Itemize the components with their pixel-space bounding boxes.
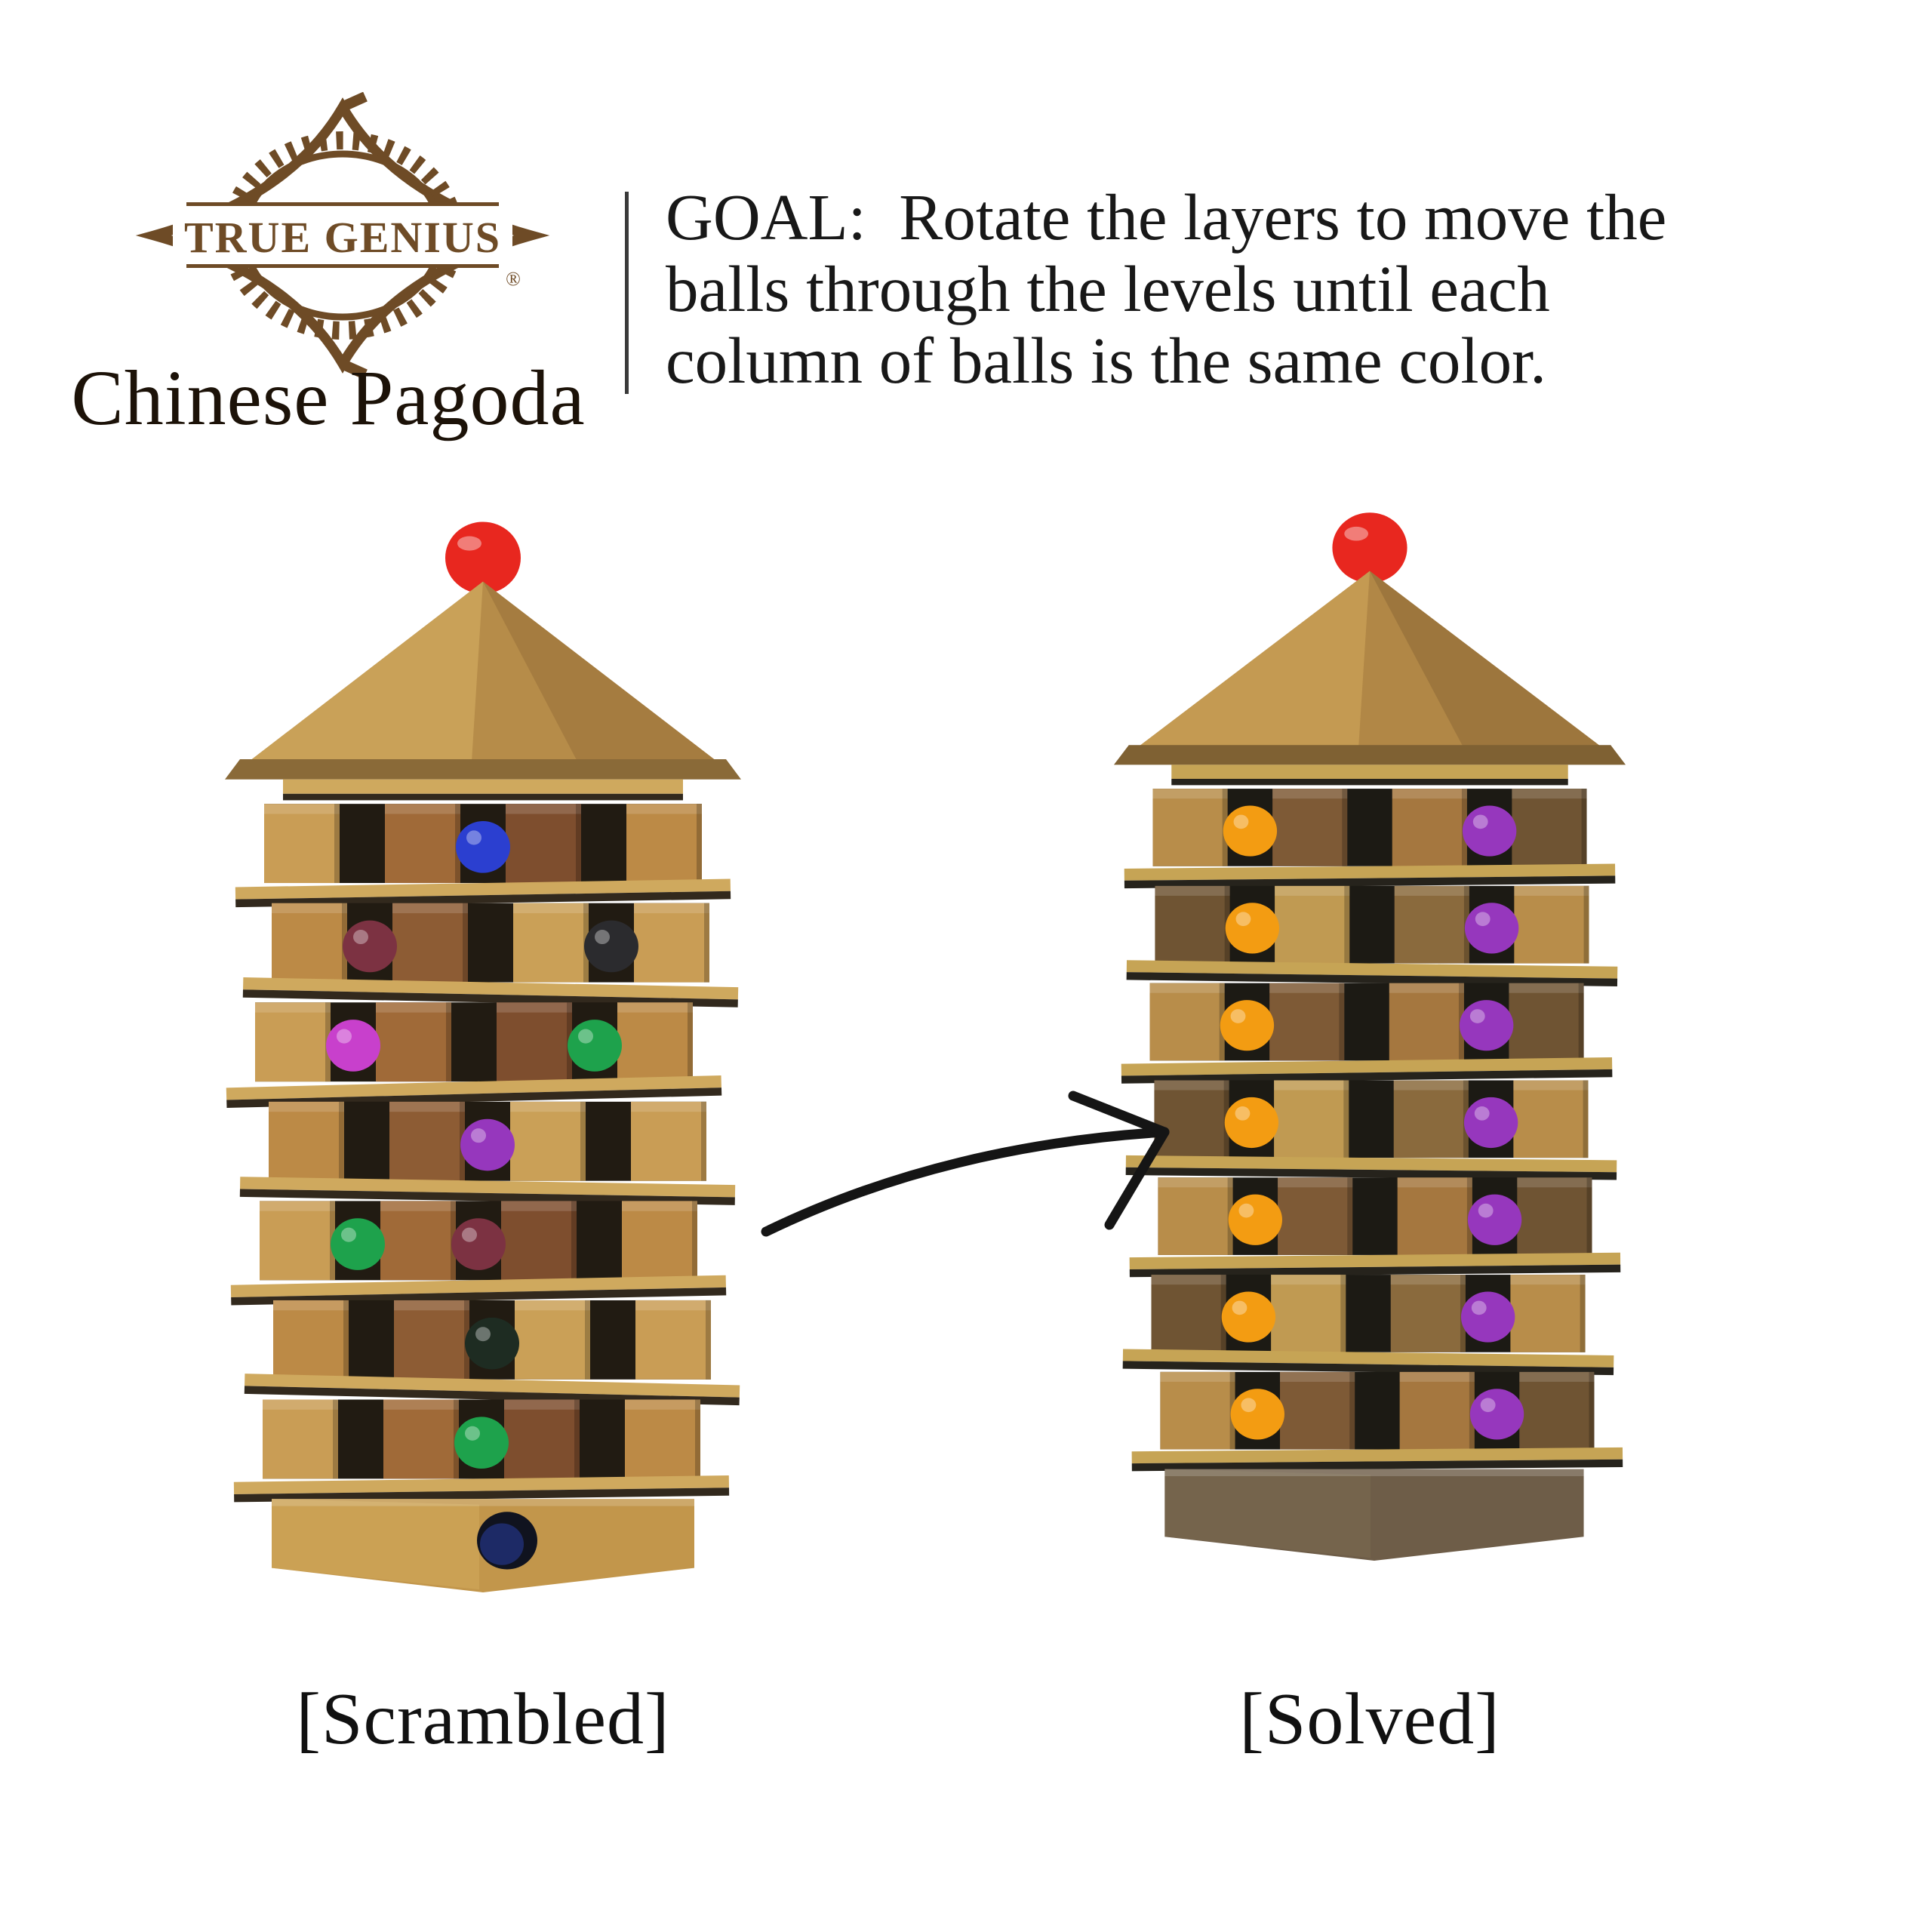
pagoda-layer: [1124, 789, 1616, 889]
pagoda-solved-photo: [1108, 504, 1632, 1561]
pagoda-layer: [233, 1399, 730, 1503]
pagoda-roof: [225, 581, 741, 801]
pagoda-layer: [235, 804, 731, 908]
puzzle-ball: [465, 1317, 519, 1370]
base-hole-ball: [480, 1523, 524, 1565]
pagoda-layer: [1122, 1275, 1614, 1376]
caption-solved: [Solved]: [1239, 1678, 1500, 1760]
logo-rule-top: [186, 202, 499, 206]
puzzle-ball: [460, 1118, 515, 1171]
pagoda-layer: [226, 1002, 722, 1109]
pagoda-layer: [244, 1300, 740, 1406]
goal-line-1: GOAL: Rotate the layers to move the: [666, 180, 1667, 254]
puzzle-ball: [326, 1020, 380, 1072]
puzzle-ball: [1223, 805, 1278, 857]
finial-ball: [1332, 512, 1407, 583]
logo-top-tick: [341, 92, 368, 112]
puzzle-ball: [1225, 903, 1280, 954]
transition-arrow: [747, 1057, 1185, 1253]
pagoda-scrambled-photo: [219, 513, 747, 1592]
puzzle-ball: [1228, 1194, 1283, 1245]
brand-name: TRUE GENIUS: [184, 213, 501, 262]
puzzle-ball: [1467, 1194, 1522, 1245]
pagoda-layer: [1125, 1080, 1617, 1180]
puzzle-ball: [568, 1020, 622, 1072]
puzzle-ball: [1469, 1389, 1524, 1440]
puzzle-ball: [1230, 1389, 1284, 1440]
puzzle-ball: [1220, 1000, 1275, 1051]
puzzle-ball: [454, 1417, 509, 1469]
arrow-graphic: [761, 1091, 1170, 1237]
puzzle-ball: [1462, 805, 1517, 857]
pagoda-base: [272, 1499, 694, 1592]
caption-scrambled: [Scrambled]: [296, 1678, 670, 1760]
pagoda-layer: [239, 1101, 736, 1205]
pagoda-layer: [230, 1201, 727, 1306]
puzzle-ball: [343, 920, 397, 973]
puzzle-ball: [1464, 903, 1519, 954]
puzzle-ball: [1224, 1097, 1279, 1149]
logo-bottom-tick: [341, 359, 368, 379]
puzzle-ball: [1463, 1097, 1518, 1149]
finial-ball: [445, 521, 521, 594]
logo-graphic: TRUE GENIUS ®: [135, 92, 550, 379]
logo-rule-bottom: [186, 264, 499, 268]
pagoda-layer: [1126, 885, 1618, 986]
product-title: Chinese Pagoda: [71, 355, 586, 441]
pagoda-roof: [1113, 571, 1626, 786]
pagoda-layer: [1131, 1371, 1623, 1472]
goal-line-2: balls through the levels until each: [666, 252, 1550, 325]
divider-line: [625, 192, 629, 394]
puzzle-ball: [331, 1218, 385, 1270]
pagoda-base: [1164, 1469, 1584, 1561]
pagoda-scrambled-graphic: [225, 521, 741, 1592]
puzzle-ball: [1459, 1000, 1514, 1051]
puzzle-ball: [1460, 1291, 1515, 1343]
puzzle-ball: [456, 821, 510, 873]
goal-text: GOAL: Rotate the layers to move the ball…: [666, 181, 1666, 396]
pagoda-layer: [242, 903, 739, 1008]
pagoda-layer: [1121, 983, 1613, 1084]
pagoda-layer: [1129, 1177, 1621, 1278]
puzzle-ball: [584, 920, 638, 973]
registered-mark: ®: [506, 268, 521, 290]
arrow-head: [1068, 1091, 1170, 1230]
goal-line-3: column of balls is the same color.: [666, 324, 1547, 397]
puzzle-ball: [1221, 1291, 1276, 1343]
arrow-shaft: [761, 1127, 1170, 1237]
logo-text-band: [173, 204, 512, 267]
true-genius-logo: TRUE GENIUS ®: [134, 92, 551, 379]
puzzle-ball: [451, 1218, 506, 1270]
pagoda-solved-graphic: [1113, 512, 1626, 1561]
